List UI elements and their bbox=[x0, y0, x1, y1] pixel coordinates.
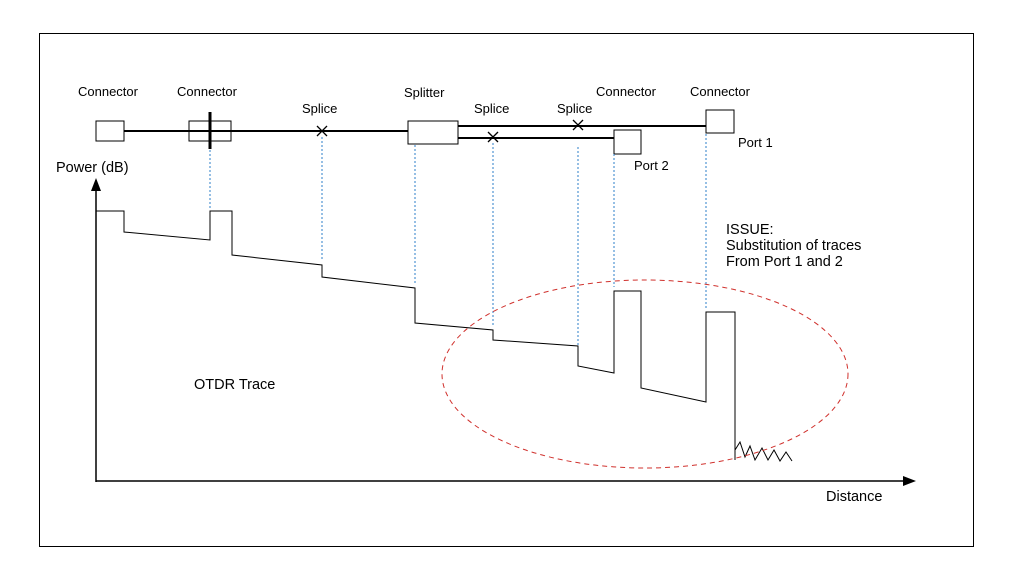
splitter-label: Splitter bbox=[404, 85, 445, 100]
x-axis-label: Distance bbox=[826, 489, 882, 505]
splice-1-mark bbox=[316, 125, 328, 137]
splice-2-mark bbox=[487, 131, 499, 143]
connector-1-label: Connector bbox=[78, 84, 139, 99]
port-2-box bbox=[613, 129, 642, 155]
splice-2-label: Splice bbox=[474, 101, 509, 116]
issue-ellipse bbox=[441, 279, 849, 469]
connector-3-label: Connector bbox=[596, 84, 657, 99]
y-axis-label: Power (dB) bbox=[56, 160, 129, 176]
port-1-label: Port 1 bbox=[738, 135, 773, 150]
issue-line-2: Substitution of traces bbox=[726, 238, 861, 254]
diagram-frame bbox=[39, 33, 974, 547]
splice-3-mark bbox=[572, 119, 584, 131]
fiber-topology bbox=[95, 109, 735, 155]
otdr-trace-label: OTDR Trace bbox=[194, 377, 275, 393]
y-axis-arrow bbox=[91, 178, 101, 191]
connector-2-label: Connector bbox=[177, 84, 238, 99]
axes bbox=[91, 178, 916, 486]
noise-floor bbox=[734, 440, 793, 462]
splice-3-label: Splice bbox=[557, 101, 592, 116]
issue-line-3: From Port 1 and 2 bbox=[726, 254, 843, 270]
x-axis-arrow bbox=[903, 476, 916, 486]
connector-4-label: Connector bbox=[690, 84, 751, 99]
issue-title: ISSUE: bbox=[726, 222, 774, 238]
connector-1-box bbox=[95, 120, 125, 142]
event-guides bbox=[209, 134, 707, 345]
otdr-trace bbox=[96, 210, 736, 460]
splitter-box bbox=[407, 120, 459, 145]
port-1-box bbox=[705, 109, 735, 134]
port-2-label: Port 2 bbox=[634, 158, 669, 173]
splice-1-label: Splice bbox=[302, 101, 337, 116]
